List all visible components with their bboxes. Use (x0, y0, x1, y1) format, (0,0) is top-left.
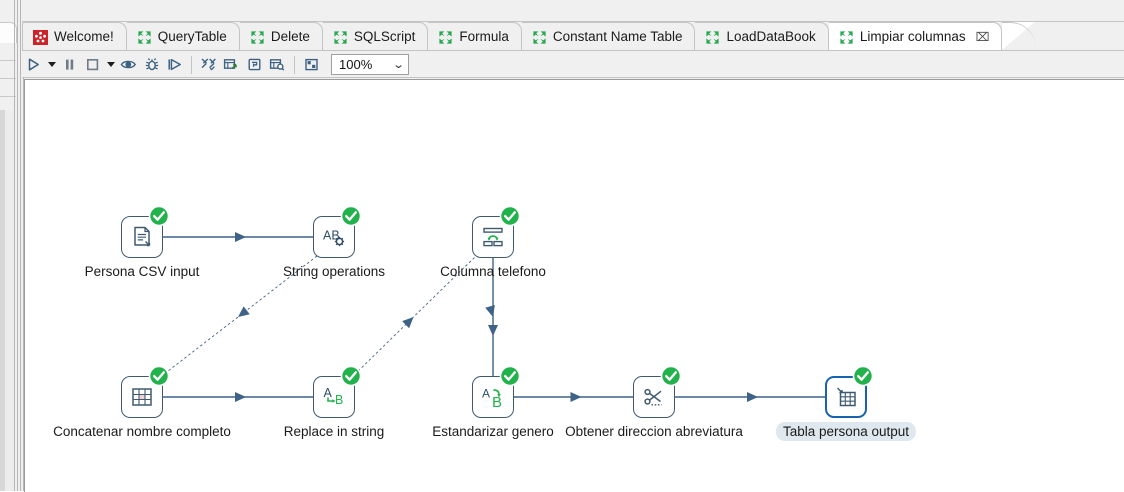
reset-button[interactable] (197, 54, 220, 76)
node-obtener-direccion[interactable]: Obtener direccion abreviatura (565, 365, 743, 439)
inspect-button[interactable] (266, 54, 289, 76)
cancel-button[interactable] (81, 54, 104, 76)
caret-down-icon (106, 62, 115, 67)
zoom-level-combobox[interactable]: 100% ⌄ (331, 54, 409, 75)
connection-arrowhead (747, 392, 758, 402)
layout-button[interactable] (300, 54, 323, 76)
tab-delete[interactable]: Delete (239, 22, 323, 51)
connection-layer (158, 232, 825, 402)
editor-tab-bar: Welcome! QueryTable Delete SQLScript Formula… (22, 0, 1124, 52)
tab-bar-trailing-edge (1002, 22, 1037, 52)
workflow-icon (705, 30, 720, 45)
table-output-icon (825, 376, 867, 418)
execute-button[interactable] (22, 54, 45, 76)
tab-label: Delete (270, 29, 310, 45)
tab-sqlscript[interactable]: SQLScript (322, 22, 429, 51)
tab-label: Constant Name Table (552, 29, 683, 45)
caret-down-icon (47, 62, 56, 67)
node-label: Estandarizar genero (432, 424, 554, 439)
step-button[interactable] (163, 54, 186, 76)
cancel-dropdown[interactable] (104, 54, 117, 76)
tab-querytable[interactable]: QueryTable (126, 22, 240, 51)
connection-arrowhead (238, 306, 250, 317)
node-label: Columna telefono (440, 264, 546, 279)
node-label: String operations (282, 264, 386, 279)
zoom-level-value: 100% (339, 57, 373, 72)
workflow-icon (137, 30, 152, 45)
connection-arrowhead (235, 232, 246, 242)
tab-label: Welcome! (54, 29, 114, 45)
svg-text:B: B (335, 393, 343, 407)
execute-and-open-views-button[interactable] (117, 54, 140, 76)
node-frame (472, 376, 514, 418)
save-as-button[interactable] (243, 54, 266, 76)
node-persona-csv-input[interactable]: Persona CSV input (85, 205, 199, 279)
node-label: Replace in string (283, 424, 385, 439)
workflow-icon (438, 30, 453, 45)
editor-tabs: Welcome! QueryTable Delete SQLScript Formula… (22, 22, 1037, 52)
svg-text:A: A (324, 386, 333, 400)
tab-constant-name-table[interactable]: Constant Name Table (521, 22, 696, 51)
node-label: Concatenar nombre completo (53, 424, 231, 439)
tab-label: LoadDataBook (726, 29, 816, 45)
split-column-icon (472, 216, 514, 258)
editor-sash[interactable] (14, 0, 24, 491)
csv-file-icon (121, 216, 163, 258)
svg-text:A: A (482, 387, 490, 401)
execute-report-button[interactable] (220, 54, 243, 76)
scissors-icon (633, 376, 675, 418)
workflow-icon (532, 30, 547, 45)
node-status-icon (499, 205, 521, 227)
tab-loaddatabook[interactable]: LoadDataBook (695, 22, 829, 51)
node-status-icon (340, 205, 362, 227)
tab-limpiar-columnas[interactable]: Limpiar columnas ⌧ (828, 22, 1003, 51)
svg-text:AB: AB (323, 229, 340, 243)
adjacent-view-sliver (0, 0, 17, 491)
workflow-icon (839, 30, 854, 45)
tab-formula[interactable]: Formula (428, 22, 522, 51)
connection-arrowhead (570, 392, 582, 402)
connection-arrowhead (235, 392, 246, 402)
editor-toolbar: 100% ⌄ (22, 51, 1124, 78)
ab-gear-icon: AB (313, 216, 355, 258)
chevron-down-icon: ⌄ (392, 59, 405, 71)
node-string-operations[interactable]: AB String operations (283, 205, 385, 279)
workflow-icon (250, 30, 265, 45)
node-status-icon (148, 205, 170, 227)
pause-button[interactable] (58, 54, 81, 76)
tab-label: SQLScript (353, 29, 416, 45)
tab-label: QueryTable (157, 29, 227, 45)
tab-label: Limpiar columnas (859, 29, 966, 45)
node-columna-telefono[interactable]: Columna telefono (440, 205, 546, 279)
node-status-icon (340, 365, 362, 387)
connection-wire[interactable] (158, 255, 318, 379)
node-status-icon (499, 365, 521, 387)
workflow-icon (333, 30, 348, 45)
node-status-icon (148, 365, 170, 387)
node-label: Persona CSV input (84, 264, 200, 279)
node-label: Tabla persona output (775, 422, 917, 441)
adjacent-view-scroll[interactable] (5, 110, 14, 491)
execute-dropdown[interactable] (45, 54, 58, 76)
tab-welcome[interactable]: Welcome! (22, 22, 127, 51)
adjacent-view-tab[interactable] (0, 22, 17, 43)
node-status-icon (852, 365, 874, 387)
node-status-icon (660, 365, 682, 387)
connection-arrowhead (488, 325, 498, 336)
connection-arrowhead (402, 317, 414, 329)
tab-label: Formula (459, 29, 509, 45)
svg-text:B: B (492, 394, 502, 410)
debug-button[interactable] (140, 54, 163, 76)
node-label: Obtener direccion abreviatura (565, 424, 743, 439)
close-icon[interactable]: ⌧ (975, 30, 990, 44)
node-tabla-persona-output[interactable]: Tabla persona output (775, 365, 917, 441)
node-concatenar-nombre[interactable]: Concatenar nombre completo (53, 365, 231, 439)
table-cell-icon (121, 376, 163, 418)
welcome-icon (33, 29, 48, 45)
